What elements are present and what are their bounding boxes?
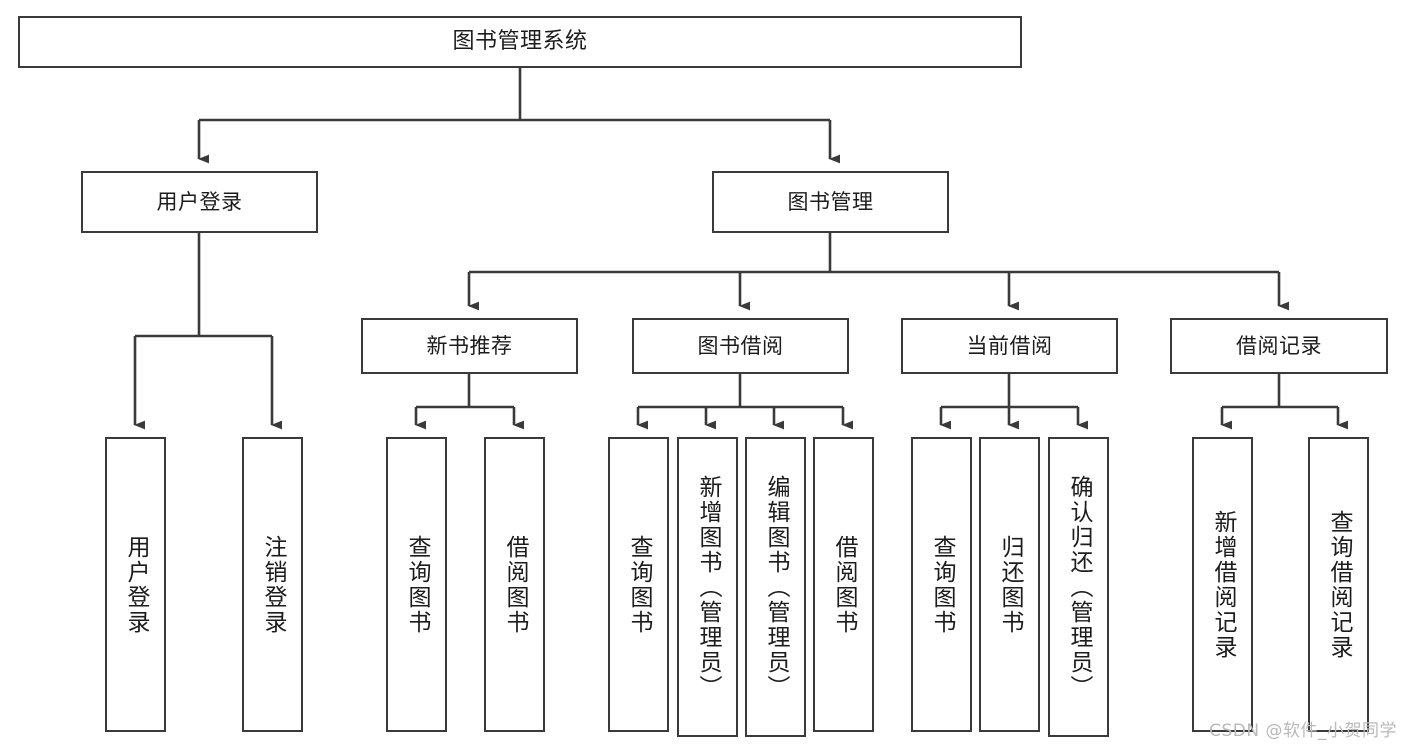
node-borrow-record[interactable]: 借阅记录 [1170,318,1388,374]
node-leaf-new-book-query-label: 查询图书 [404,534,430,635]
node-leaf-borrow-query-book[interactable]: 查询图书 [608,437,669,732]
node-leaf-current-query-book[interactable]: 查询图书 [911,437,972,732]
node-leaf-borrow-borrow-book[interactable]: 借阅图书 [813,437,874,732]
node-book-management-label: 图书管理 [787,189,874,214]
csdn-watermark: CSDN @软件_小贺同学 [1209,721,1397,741]
node-book-borrow-label: 图书借阅 [697,333,784,358]
node-new-book-recommend[interactable]: 新书推荐 [361,318,578,374]
node-book-management[interactable]: 图书管理 [712,171,949,233]
node-leaf-current-return-book[interactable]: 归还图书 [979,437,1040,732]
node-new-book-recommend-label: 新书推荐 [426,333,513,358]
node-leaf-record-query[interactable]: 查询借阅记录 [1308,437,1369,732]
node-root-system-label: 图书管理系统 [452,29,588,55]
node-leaf-current-return-book-label: 归还图书 [997,534,1023,635]
node-leaf-current-query-book-label: 查询图书 [929,534,955,635]
node-leaf-borrow-add-book-admin[interactable]: 新增图书（管理员） [677,437,738,737]
node-current-borrow-label: 当前借阅 [966,333,1053,358]
node-leaf-user-login-signin-label: 用户登录 [123,534,149,635]
node-leaf-borrow-edit-book-admin[interactable]: 编辑图书（管理员） [745,437,806,737]
node-root-system[interactable]: 图书管理系统 [18,16,1022,68]
node-leaf-record-add-label: 新增借阅记录 [1210,509,1236,660]
node-leaf-user-login-signout[interactable]: 注销登录 [242,437,303,732]
node-leaf-record-query-label: 查询借阅记录 [1326,509,1352,660]
node-book-borrow[interactable]: 图书借阅 [632,318,849,374]
node-leaf-current-confirm-return-admin-label: 确认归还（管理员） [1066,474,1092,700]
node-leaf-current-confirm-return-admin[interactable]: 确认归还（管理员） [1048,437,1109,737]
node-user-login[interactable]: 用户登录 [81,171,318,233]
node-leaf-record-add[interactable]: 新增借阅记录 [1192,437,1253,732]
node-leaf-new-book-query[interactable]: 查询图书 [386,437,447,732]
node-leaf-user-login-signin[interactable]: 用户登录 [105,437,166,732]
node-user-login-label: 用户登录 [156,189,243,214]
node-current-borrow[interactable]: 当前借阅 [901,318,1118,374]
node-leaf-user-login-signout-label: 注销登录 [260,534,286,635]
node-leaf-new-book-borrow-label: 借阅图书 [502,534,528,635]
node-leaf-borrow-borrow-book-label: 借阅图书 [831,534,857,635]
node-borrow-record-label: 借阅记录 [1236,333,1322,358]
node-leaf-borrow-edit-book-admin-label: 编辑图书（管理员） [763,474,789,700]
node-leaf-borrow-query-book-label: 查询图书 [626,534,652,635]
node-leaf-new-book-borrow[interactable]: 借阅图书 [484,437,545,732]
node-leaf-borrow-add-book-admin-label: 新增图书（管理员） [695,474,721,700]
